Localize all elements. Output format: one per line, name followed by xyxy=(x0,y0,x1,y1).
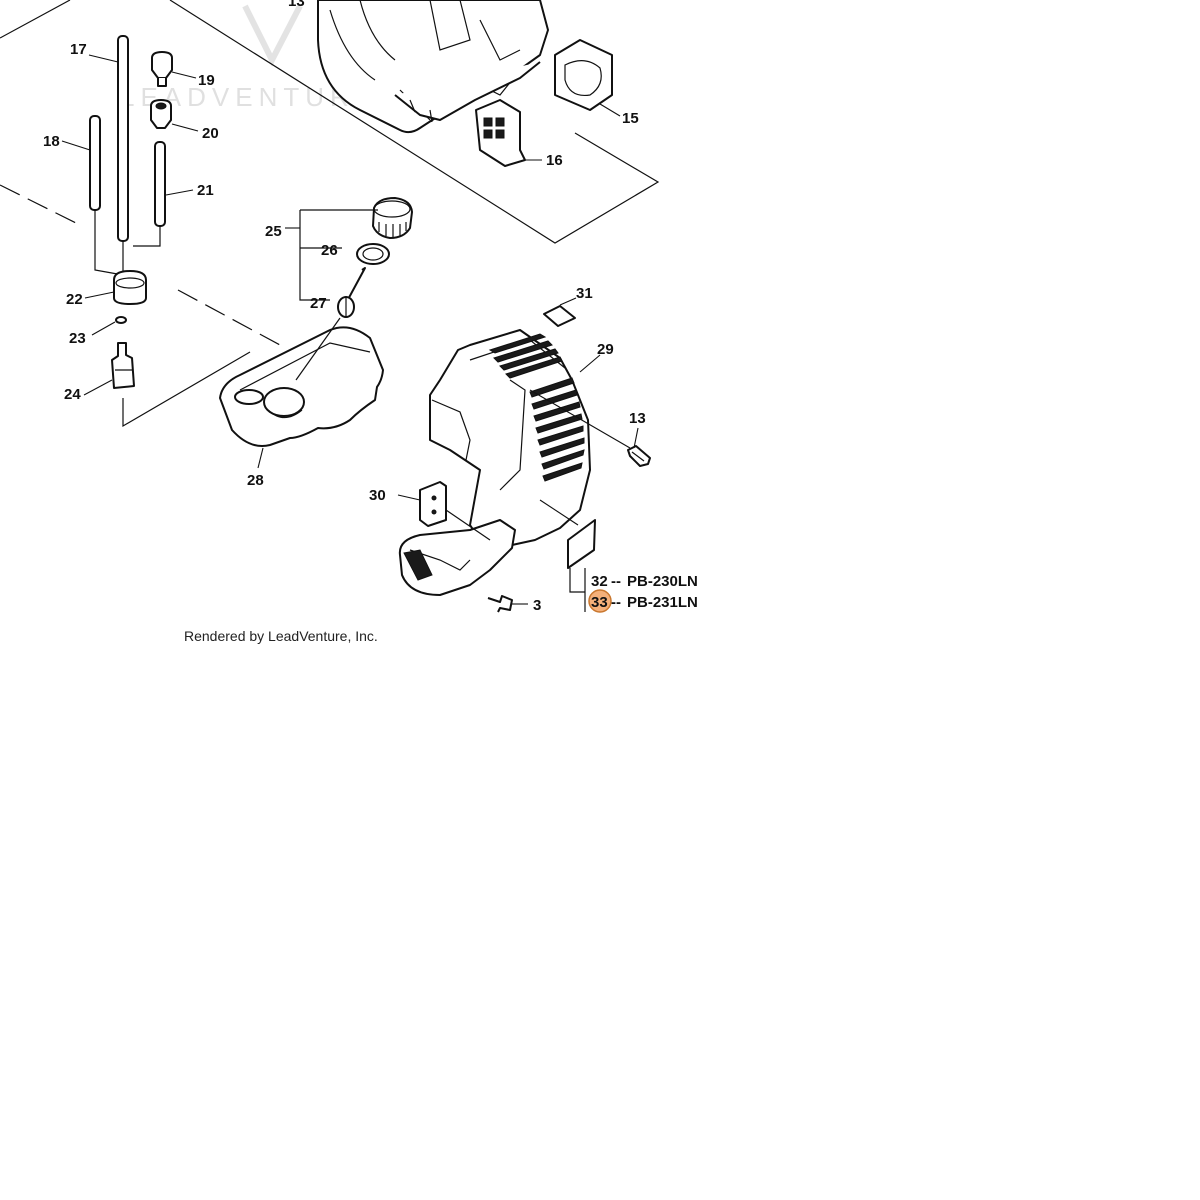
engine-housing xyxy=(317,0,549,134)
credit-text: Rendered by LeadVenture, Inc. xyxy=(184,628,378,644)
screw-13 xyxy=(627,427,651,467)
part-30-pad xyxy=(397,481,491,541)
cap-assembly xyxy=(285,197,413,381)
model-separator: -- xyxy=(611,594,621,611)
model-separator: -- xyxy=(611,573,621,590)
model-row-33[interactable]: 33 -- PB-231LN xyxy=(588,589,698,613)
callout-21: 21 xyxy=(197,182,214,199)
callout-20: 20 xyxy=(202,125,219,142)
assembly-outline xyxy=(0,0,660,244)
callout-24: 24 xyxy=(64,386,81,403)
callouts: 13 15 16 17 18 19 20 21 22 23 24 25 26 2… xyxy=(43,0,646,614)
callout-17: 17 xyxy=(70,41,87,58)
callout-16: 16 xyxy=(546,152,563,169)
callout-18: 18 xyxy=(43,133,60,150)
callout-22: 22 xyxy=(66,291,83,308)
primer-assembly xyxy=(83,270,147,396)
model-part-number: 32 xyxy=(591,573,608,590)
callout-28: 28 xyxy=(247,472,264,489)
model-name: PB-230LN xyxy=(627,573,698,590)
callout-23: 23 xyxy=(69,330,86,347)
callout-19: 19 xyxy=(198,72,215,89)
part-15-filter xyxy=(554,39,621,117)
model-row-32[interactable]: 32 -- PB-230LN xyxy=(591,573,698,590)
fuel-tank xyxy=(122,289,384,469)
callout-25: 25 xyxy=(265,223,282,240)
part-31-label xyxy=(543,297,577,327)
callout-27: 27 xyxy=(310,295,327,312)
callout-15: 15 xyxy=(622,110,639,127)
screw-3 xyxy=(487,595,528,613)
watermark-logo-icon xyxy=(242,4,303,67)
model-list: 32 -- PB-230LN 33 -- PB-231LN xyxy=(588,573,698,613)
callout-29: 29 xyxy=(597,341,614,358)
highlight-marker xyxy=(588,589,612,613)
callout-13-top: 13 xyxy=(288,0,305,10)
callout-26: 26 xyxy=(321,242,338,259)
part-16-bracket xyxy=(475,99,542,167)
callout-30: 30 xyxy=(369,487,386,504)
callout-3: 3 xyxy=(533,597,541,614)
callout-31: 31 xyxy=(576,285,593,302)
decal-32-33 xyxy=(567,519,596,612)
fittings-19-20 xyxy=(150,51,199,132)
callout-13: 13 xyxy=(629,410,646,427)
shroud xyxy=(398,329,631,596)
model-part-number: 33 xyxy=(591,594,608,611)
shroud-grille xyxy=(488,333,585,482)
fuel-lines xyxy=(61,35,194,276)
model-name: PB-231LN xyxy=(627,594,698,611)
